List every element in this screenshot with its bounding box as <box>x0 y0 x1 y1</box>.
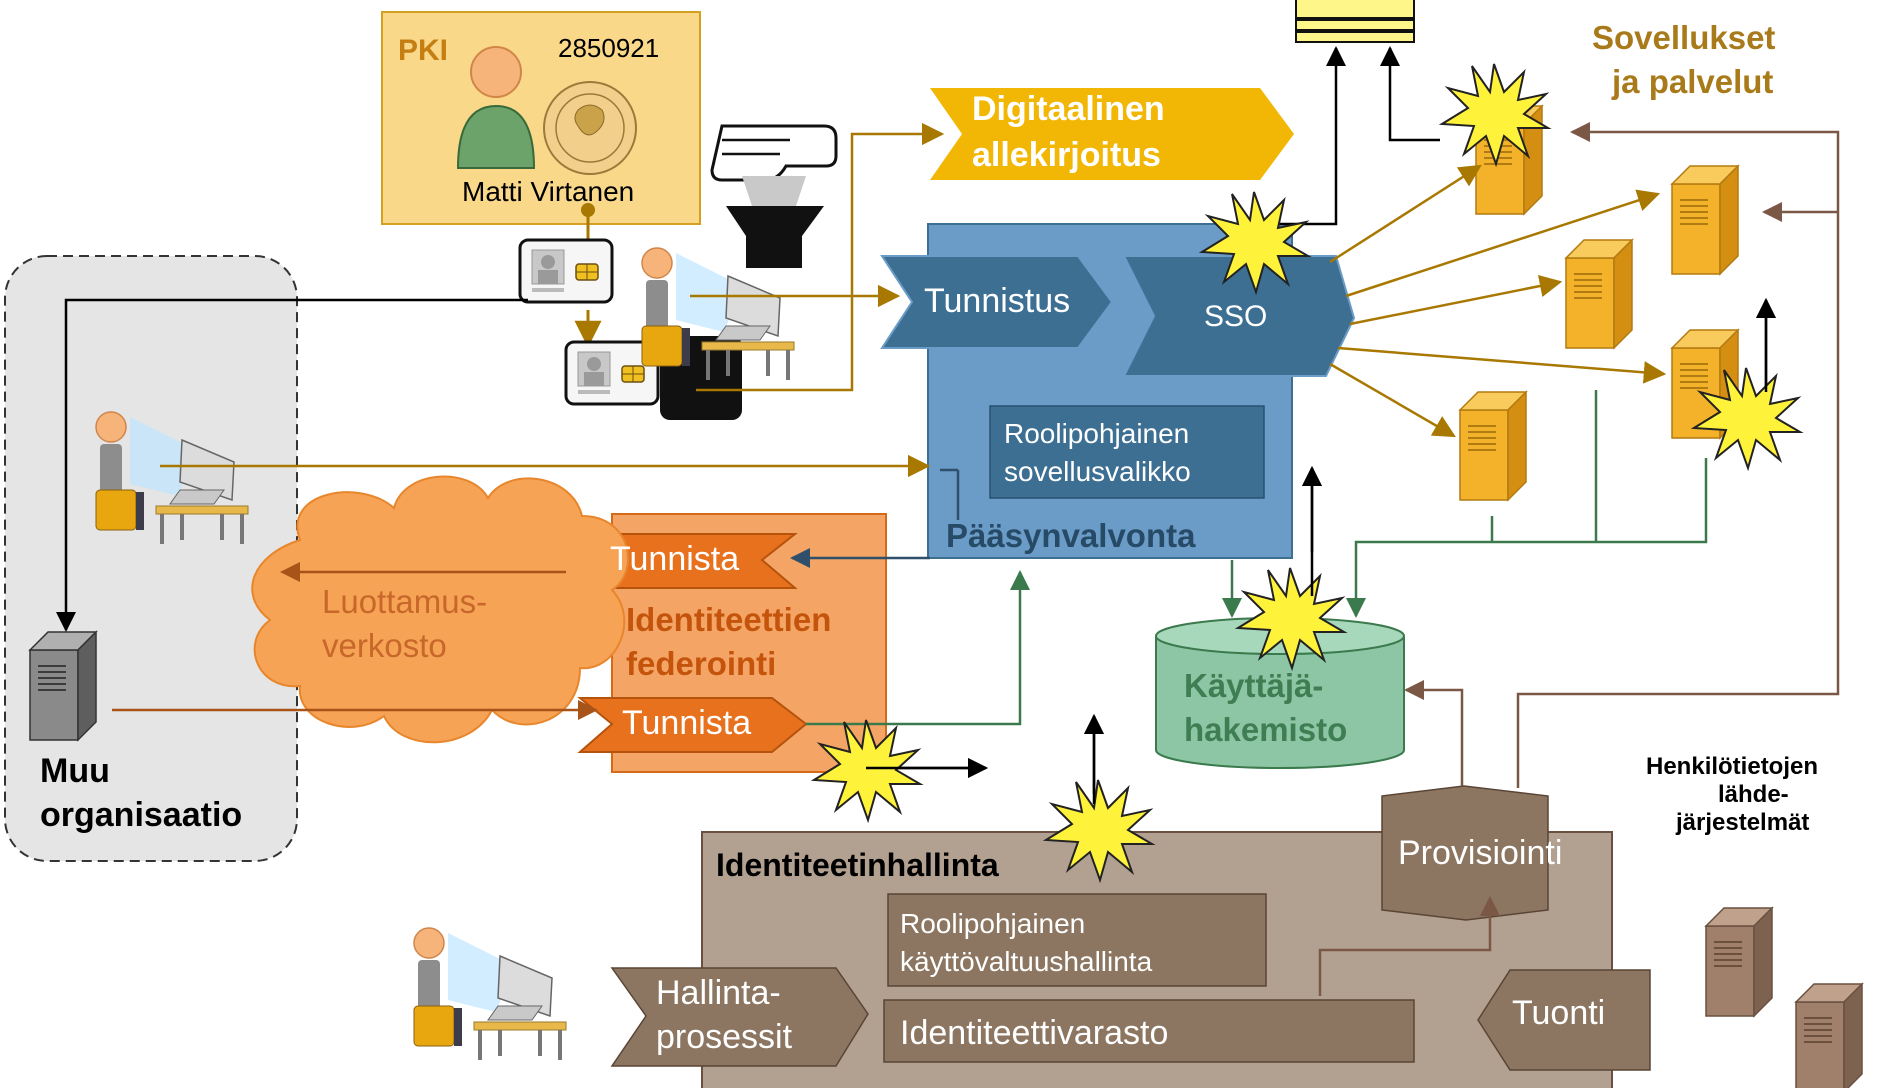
other-org-server-icon <box>29 631 97 741</box>
federation-title-1: Identiteettien <box>626 601 832 638</box>
pki-title: PKI <box>398 34 449 67</box>
tunnistus-chevron[interactable] <box>880 255 1114 349</box>
pki-name: Matti Virtanen <box>462 176 635 207</box>
green-flows <box>806 390 1708 726</box>
access-control-title: Pääsynvalvonta <box>946 517 1196 554</box>
trust-network-cloud <box>251 475 629 744</box>
gold-flows <box>160 122 1667 478</box>
apps-title-2: ja palvelut <box>1612 63 1774 100</box>
sources-label-3: järjestelmät <box>1676 809 1810 836</box>
directory-label-1: Käyttäjä- <box>1184 667 1324 704</box>
source-server-icon <box>1705 907 1773 1017</box>
identity-store-label: Identiteettivarasto <box>900 1014 1169 1052</box>
tunnista-top-label: Tunnista <box>610 540 740 578</box>
pki-card <box>381 11 701 225</box>
trust-label-2: verkosto <box>322 627 447 664</box>
idm-title: Identiteetinhallinta <box>716 847 999 883</box>
apps-title-1: Sovellukset <box>1592 19 1776 56</box>
admin-user-icon <box>412 926 568 1062</box>
output-device-icon <box>1295 0 1415 43</box>
tunnistus-label: Tunnistus <box>924 282 1071 320</box>
role-menu-label-1: Roolipohjainen <box>1004 418 1190 449</box>
signature-label-2: allekirjoitus <box>972 136 1161 174</box>
fingerprint-reader-icon <box>710 124 838 268</box>
federation-title-2: federointi <box>626 645 777 682</box>
role-menu-box[interactable] <box>989 405 1265 499</box>
trust-label-1: Luottamus- <box>322 583 488 620</box>
source-server-icon <box>1795 983 1863 1088</box>
seal-icon <box>543 81 637 175</box>
pki-person-icon <box>456 46 536 169</box>
import-chevron[interactable] <box>1477 969 1651 1071</box>
rust-flows <box>112 562 598 720</box>
tunnista-bottom-chevron[interactable] <box>577 697 808 753</box>
pki-number: 2850921 <box>558 33 660 63</box>
sources-label-2: lähde- <box>1718 781 1789 808</box>
app-server-icon <box>1459 391 1527 501</box>
directory-label-2: hakemisto <box>1184 711 1348 748</box>
signature-chevron <box>930 88 1294 180</box>
app-server-icon <box>1565 239 1633 349</box>
role-menu-label-2: sovellusvalikko <box>1004 456 1191 487</box>
sso-chevron[interactable] <box>1122 255 1356 377</box>
provisioning-box[interactable] <box>1381 785 1549 921</box>
app-server-icon <box>1671 165 1739 275</box>
identity-store-box[interactable] <box>883 999 1415 1063</box>
smartcard-icon <box>518 238 614 304</box>
processes-label-1: Hallinta- <box>656 974 781 1012</box>
role-auth-label-2: käyttövaltuushallinta <box>900 946 1153 977</box>
pki-link-dot <box>581 203 595 217</box>
other-org-title-2: organisaatio <box>40 796 243 834</box>
sso-label: SSO <box>1204 300 1268 333</box>
processes-chevron[interactable] <box>610 967 869 1067</box>
role-auth-label-1: Roolipohjainen <box>900 908 1086 939</box>
sources-label-1: Henkilötietojen <box>1646 753 1819 780</box>
tunnista-bottom-label: Tunnista <box>622 704 752 742</box>
import-label: Tuonti <box>1512 994 1606 1032</box>
other-org-title-1: Muu <box>40 752 110 790</box>
brown-flows <box>1318 122 1840 996</box>
provisioning-label: Provisiointi <box>1398 834 1563 872</box>
role-authorization-box[interactable] <box>887 893 1267 987</box>
signature-label-1: Digitaalinen <box>972 90 1165 128</box>
processes-label-2: prosessit <box>656 1018 793 1056</box>
